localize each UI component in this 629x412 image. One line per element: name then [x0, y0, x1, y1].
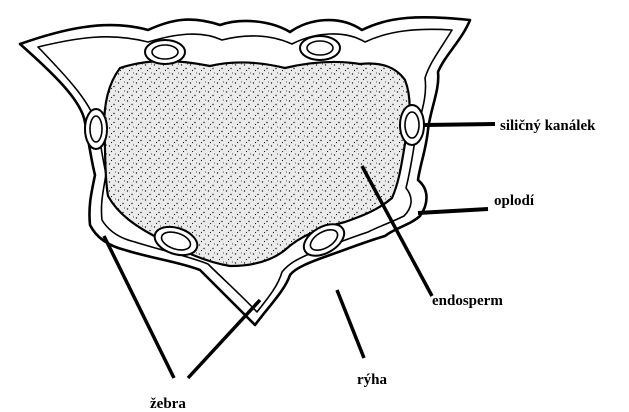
oil-canal-right	[400, 105, 424, 145]
oil-canal-top-left	[145, 40, 185, 64]
oil-canal-left	[85, 109, 107, 149]
leader-line-rib-right	[188, 300, 260, 378]
label-endosperm: endosperm	[432, 293, 503, 309]
label-oil-canal: siličný kanálek	[500, 118, 596, 134]
label-furrow: rýha	[357, 372, 388, 388]
label-pericarp: oplodí	[494, 193, 535, 209]
oil-canal-top-right	[300, 36, 340, 60]
leader-line-pericarp	[418, 209, 488, 213]
leader-line-furrow	[337, 290, 364, 358]
label-ribs: žebra	[150, 396, 186, 412]
leader-line-oil-canal	[424, 124, 495, 125]
